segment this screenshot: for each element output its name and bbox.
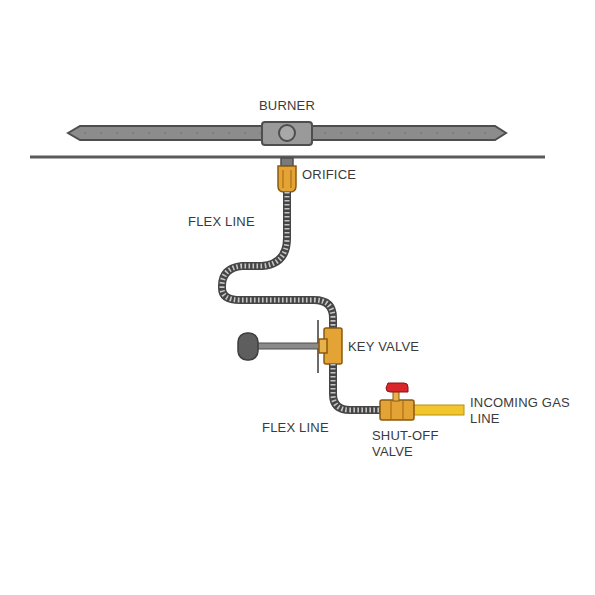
- flex-line-upper: [222, 192, 333, 330]
- orifice-neck: [281, 158, 293, 166]
- burner-bar: [68, 126, 506, 140]
- part-label: BURNER: [237, 98, 337, 114]
- orifice-facet: [282, 170, 284, 188]
- orifice-fitting: [278, 166, 296, 192]
- valve-handle: [386, 383, 408, 392]
- flex-line-lower: [333, 364, 382, 410]
- flex-line-braid: [333, 364, 382, 410]
- part-label: ORIFICE: [302, 167, 392, 183]
- part-label: FLEX LINE: [262, 420, 332, 436]
- valve-facet: [402, 401, 404, 419]
- valve-facet: [390, 401, 392, 419]
- burner-hub: [262, 122, 312, 145]
- key-valve-stem: [319, 339, 327, 353]
- part-label: KEY VALVE: [348, 339, 448, 355]
- shut-off-valve-body: [380, 400, 414, 420]
- part-label: FLEX LINE: [188, 214, 274, 230]
- incoming-gas-pipe: [412, 405, 464, 415]
- orifice-facet: [290, 170, 292, 188]
- part-label: INCOMING GAS LINE: [470, 395, 570, 427]
- key-handle: [238, 333, 258, 360]
- key-rod: [255, 343, 327, 349]
- part-label: SHUT-OFF VALVE: [372, 428, 452, 460]
- flex-line-braid: [222, 192, 333, 330]
- burner-inlet: [279, 125, 295, 141]
